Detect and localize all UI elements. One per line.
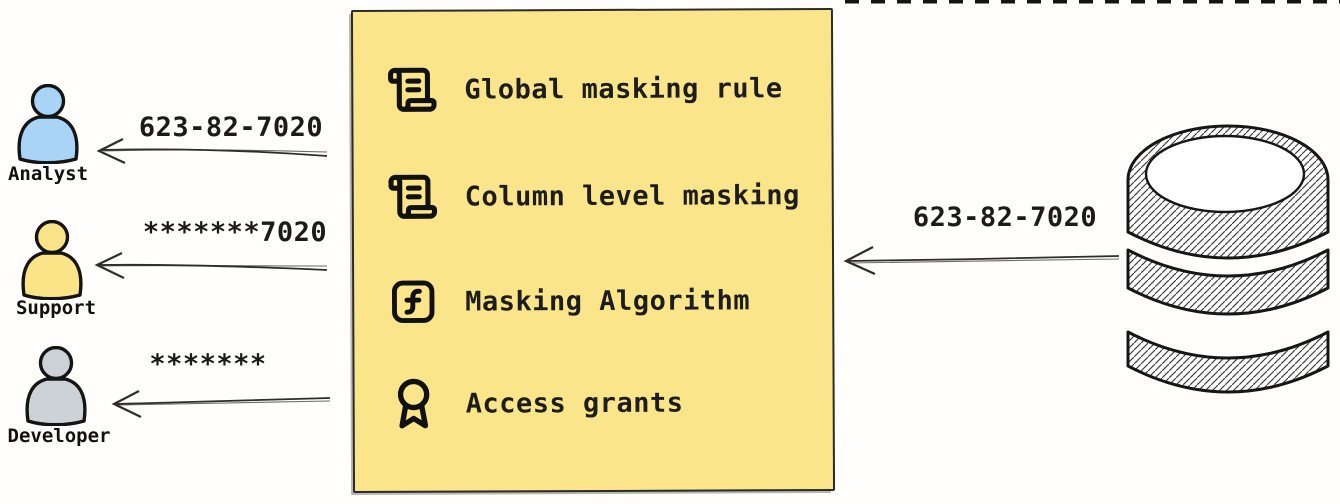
masking-box-item: Global masking rule <box>384 56 783 122</box>
masking-box-item-label: Column level masking <box>464 179 800 213</box>
analyst-label: Analyst <box>7 163 89 185</box>
support-person-icon <box>21 220 83 300</box>
scroll-text-icon <box>384 60 440 120</box>
masking-box-item-label: Masking Algorithm <box>465 284 751 318</box>
developer-value-label: ******* <box>149 349 267 380</box>
masking-box-item-label: Access grants <box>465 387 684 420</box>
analyst-value-label: 623-82-7020 <box>138 112 324 143</box>
masking-box-item: Column level masking <box>385 163 800 229</box>
masking-box-item-label: Global masking rule <box>464 72 783 106</box>
arrow-database-to-box <box>843 246 1120 276</box>
database-icon <box>1126 124 1330 394</box>
award-icon <box>386 374 442 434</box>
function-square-icon <box>385 272 441 332</box>
support-value-label: *******7020 <box>142 217 328 248</box>
scroll-text-icon <box>385 167 441 227</box>
arrow-to-analyst <box>96 138 328 164</box>
analyst-person-icon <box>17 84 79 164</box>
masking-box-item: Masking Algorithm <box>385 268 750 334</box>
masking-box-item: Access grants <box>386 371 684 436</box>
developer-person-icon <box>25 346 87 426</box>
database-value-label: 623-82-7020 <box>912 202 1098 233</box>
masking-rules-box: Global masking rule Column level masking… <box>350 7 836 494</box>
arrow-to-support <box>94 252 328 279</box>
arrow-to-developer <box>111 390 331 418</box>
support-label: Support <box>15 297 97 319</box>
developer-label: Developer <box>7 425 111 447</box>
